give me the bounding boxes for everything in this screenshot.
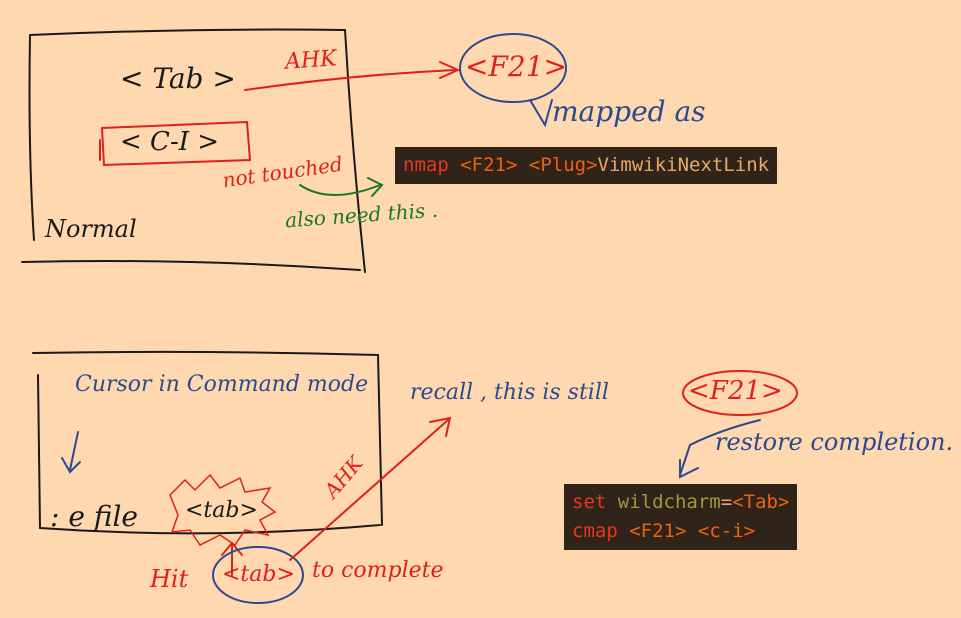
nmap-code-block: nmap <F21> <Plug>VimwikiNextLink [395, 147, 778, 184]
f21-label-bottom: <F21> [688, 376, 783, 406]
hit-arrow [221, 541, 243, 576]
mapped-as-label: mapped as [552, 95, 706, 128]
normal-mode-box [21, 28, 366, 273]
code-cmap: cmap [572, 520, 618, 542]
cmdline-text: : e file [50, 500, 139, 533]
recall-note: recall , this is still [410, 380, 609, 405]
code-option: wildcharm [617, 491, 721, 513]
normal-mode-label: Normal [45, 215, 137, 243]
code-cmd: nmap [403, 154, 449, 176]
ahk-diagonal-arrow [289, 416, 452, 561]
f21-circle-bottom [682, 370, 798, 416]
hit-label: Hit [150, 565, 189, 593]
tab-burst [169, 473, 277, 547]
cmap-code-block: set wildcharm=<Tab> cmap <F21> <c-i> [564, 484, 798, 550]
ci-box [99, 120, 252, 167]
tab-key-label: < Tab > [120, 62, 236, 95]
code-value: <Tab> [732, 491, 790, 513]
code-key: <F21> [460, 154, 518, 176]
code-f21: <F21> [629, 520, 687, 542]
hit-tab-circle [212, 546, 304, 604]
code-plug: <Plug> [528, 154, 598, 176]
ahk-label: AHK [284, 46, 338, 75]
code-target: VimwikiNextLink [597, 154, 770, 176]
code-set: set [572, 491, 607, 513]
ci-key-label: < C-I > [120, 127, 220, 157]
code-ci: <c-i> [697, 520, 756, 542]
mapped-arrow [529, 99, 553, 128]
restore-arrow [679, 419, 761, 479]
to-complete-label: to complete [312, 558, 444, 583]
hit-tab-label: <tab> [222, 562, 295, 587]
f21-label: <F21> [465, 50, 567, 83]
code-eq: = [720, 491, 733, 513]
ahk-arrow [244, 61, 461, 91]
cursor-note: Cursor in Command mode [75, 372, 369, 397]
command-mode-box [32, 350, 383, 535]
tab-key-text: <tab> [185, 498, 258, 523]
restore-note: restore completion. [715, 428, 954, 456]
also-need-arrow [299, 177, 384, 197]
f21-circle [459, 33, 567, 103]
cursor-down-arrow [61, 431, 81, 474]
